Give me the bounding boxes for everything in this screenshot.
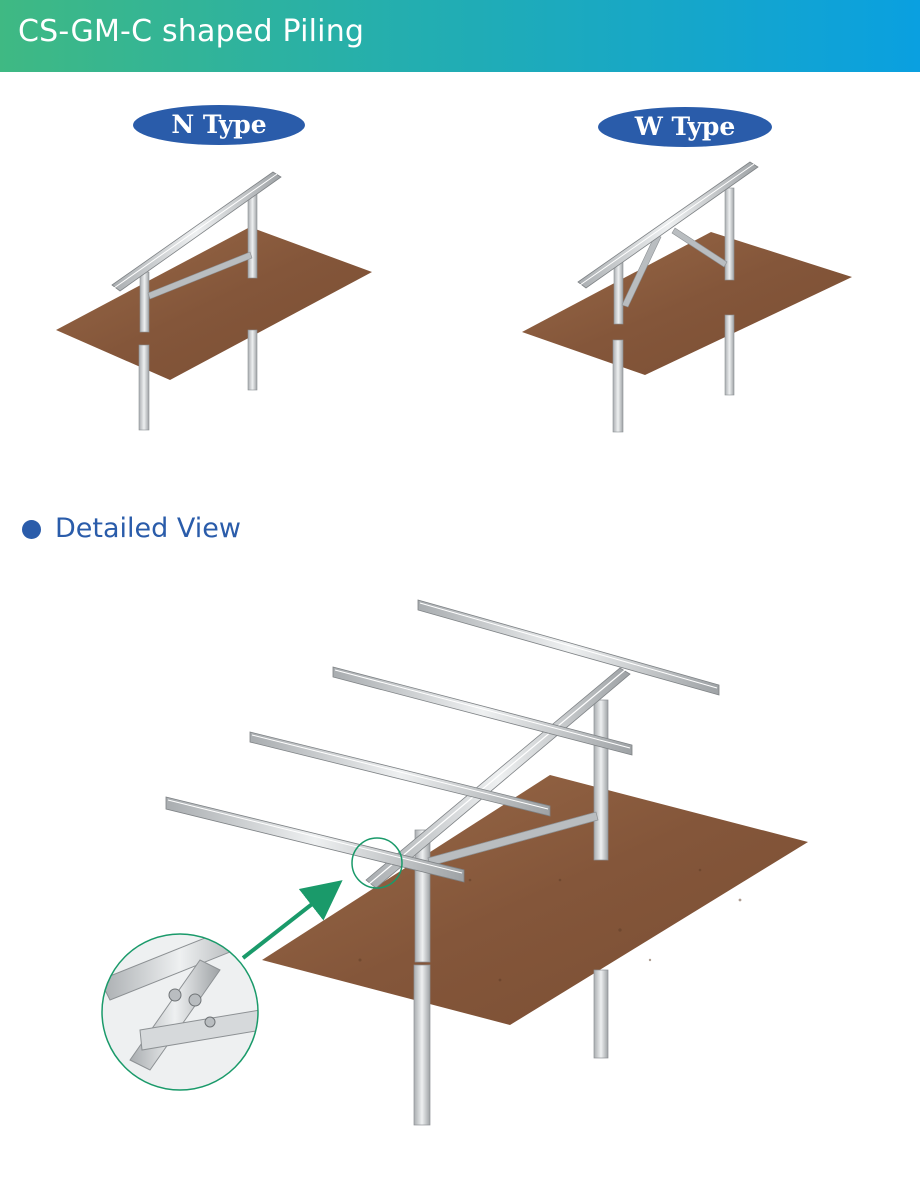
ground-plane	[522, 232, 852, 375]
n-type-label: N Type	[133, 105, 305, 145]
detailed-view-illustration	[101, 599, 808, 1126]
ground-plane	[56, 227, 372, 380]
n-type-illustration	[56, 171, 372, 431]
page-title: CS-GM-C shaped Piling	[18, 14, 365, 49]
ground-plane	[262, 775, 808, 1025]
section-title: Detailed View	[55, 513, 241, 544]
bullet-icon	[22, 520, 41, 539]
zoom-inset	[101, 933, 259, 1091]
w-type-label: W Type	[598, 107, 772, 147]
header-banner: CS-GM-C shaped Piling	[0, 0, 920, 72]
w-type-illustration	[522, 161, 852, 433]
